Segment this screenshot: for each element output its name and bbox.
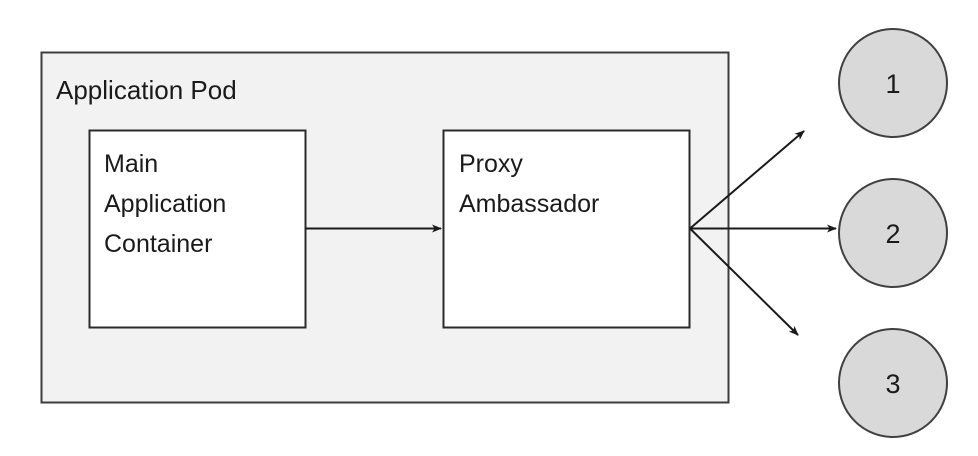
endpoint-circle-2-label: 2 xyxy=(885,219,900,249)
main-application-container-box[interactable] xyxy=(88,129,307,329)
endpoint-circle-1[interactable]: 1 xyxy=(838,28,948,138)
endpoint-circle-1-label: 1 xyxy=(885,69,900,99)
endpoint-circle-1-shape[interactable] xyxy=(838,28,948,138)
main-application-container-line-1: Main xyxy=(104,150,158,178)
endpoint-circle-3[interactable]: 3 xyxy=(838,328,948,438)
endpoint-circle-2-shape[interactable] xyxy=(838,178,948,288)
connector-proxy-to-endpoint-1 xyxy=(689,130,805,230)
endpoint-circle-3-label: 3 xyxy=(885,369,900,399)
endpoint-circle-3-shape[interactable] xyxy=(838,328,948,438)
main-application-container[interactable]: Main Application Container xyxy=(88,129,307,329)
proxy-ambassador-container-box[interactable] xyxy=(442,129,691,329)
connector-proxy-to-endpoint-3 xyxy=(689,227,799,336)
proxy-ambassador-line-1: Proxy xyxy=(459,150,523,178)
application-pod-label: Application Pod xyxy=(56,75,237,105)
main-application-container-line-3: Container xyxy=(104,230,212,258)
proxy-ambassador-container[interactable]: Proxy Ambassador xyxy=(442,129,691,329)
proxy-ambassador-line-2: Ambassador xyxy=(459,190,599,218)
endpoint-circle-2[interactable]: 2 xyxy=(838,178,948,288)
main-application-container-line-2: Application xyxy=(104,190,226,218)
